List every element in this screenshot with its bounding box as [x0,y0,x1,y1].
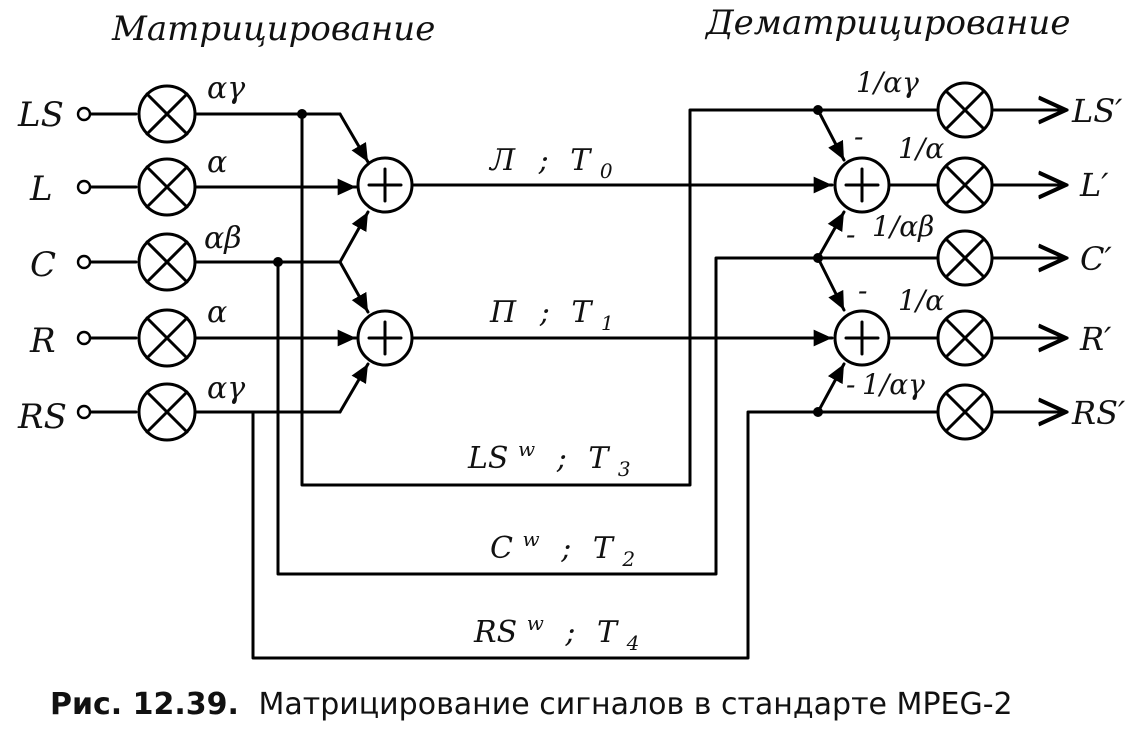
junction-c [273,257,283,267]
minus-sign-rs: - [846,368,855,401]
input-label-c: C [30,245,56,285]
coef-right-l: 1/α [898,132,944,165]
input-terminal-r [76,330,92,346]
heading-dematrixing: Дематрицирование [704,3,1070,43]
output-arrows [990,110,1066,412]
multiplier-rs [137,382,197,442]
coef-right-rs: 1/αγ [862,368,925,401]
junction-rs-out [813,407,823,417]
minus-sign-l: - [854,120,863,153]
input-wires [88,112,138,414]
output-label-r: R′ [1079,320,1112,358]
input-label-r: R [29,321,56,361]
input-terminal-l [76,179,92,195]
caption-text: Матрицирование сигналов в стандарте MPEG… [258,687,1012,722]
channel-label-t2: C w ; T 2 [490,519,635,571]
input-label-rs: RS [17,397,67,437]
input-label-ls: LS [17,95,64,135]
input-terminal-c [76,254,92,270]
channel-label-t4: RS w ; T 4 [473,603,639,655]
figure-caption: Рис. 12.39. Матрицирование сигналов в ст… [50,687,1013,722]
left-summer-wiring [193,112,370,414]
input-label-l: L [29,169,53,209]
multiplier-ls [137,84,197,144]
junction-c-out [813,253,823,263]
minus-sign-c: - [846,218,855,251]
out-multiplier-rs [936,383,994,441]
coef-right-c: 1/αβ [872,210,934,243]
coef-left-c: αβ [204,221,242,256]
output-label-c: C′ [1080,240,1112,278]
coef-left-rs: αγ [207,371,245,406]
minus-sign-r: - [858,274,867,307]
coef-right-r: 1/α [898,284,944,317]
out-multiplier-l [936,156,994,214]
summer-right-bottom [833,309,891,367]
heading-matrixing: Матрицирование [111,9,435,49]
input-terminal-rs [76,404,92,420]
coef-left-r: α [207,295,227,330]
out-multiplier-c [936,229,994,287]
channel-label-t3: LS w ; T 3 [467,429,631,481]
output-label-l: L′ [1079,166,1109,204]
coef-right-ls: 1/αγ [856,66,919,99]
out-multiplier-r [936,309,994,367]
coef-left-ls: αγ [207,71,245,106]
caption-prefix: Рис. 12.39. [50,687,239,722]
multiplier-r [137,308,197,368]
junction-ls [297,109,307,119]
bypass-wiring [251,108,820,660]
channel-label-t1: П ; T 1 [489,295,614,335]
input-terminal-ls [76,106,92,122]
multiplier-l [137,157,197,217]
junction-ls-out [813,105,823,115]
summer-left-bottom [356,309,414,367]
summer-left-top [356,156,414,214]
right-wiring [816,108,940,414]
out-multiplier-ls [936,81,994,139]
multiplier-c [137,232,197,292]
output-label-ls: LS′ [1071,92,1123,130]
coef-left-l: α [207,145,227,180]
channel-label-t0: Л ; T 0 [488,143,613,183]
output-label-rs: RS′ [1071,394,1126,432]
summer-right-top [833,156,891,214]
